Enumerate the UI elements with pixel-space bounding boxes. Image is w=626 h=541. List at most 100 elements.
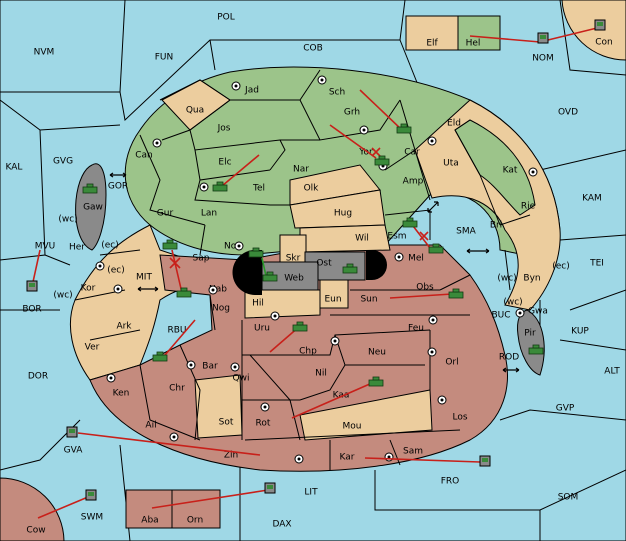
sea-label: SWM	[81, 513, 103, 523]
impassable-east	[366, 250, 387, 280]
territory-label: Mel	[408, 254, 424, 264]
supply-center-icon	[515, 308, 525, 318]
territory-label: Olk	[304, 184, 320, 194]
territory-label: Her	[69, 243, 85, 253]
supply-center-icon	[113, 284, 123, 294]
supply-center-icon	[270, 311, 280, 321]
territory-labels: Elf Hel Con Jad Sch Qua Jos Grh Eld Can …	[26, 38, 612, 536]
territory-label: Ark	[116, 322, 132, 332]
sea-label: SOM	[558, 493, 579, 503]
sea-label: KAL	[6, 163, 23, 173]
supply-center-icon	[106, 373, 116, 383]
territory-label: Rot	[256, 419, 271, 429]
double-arrow-icon	[466, 248, 490, 254]
army-unit-icon	[396, 123, 412, 134]
territory-label: Qua	[186, 106, 204, 116]
army-unit-icon	[176, 287, 192, 298]
fleet-unit-icon	[66, 426, 78, 438]
sea-label: RBU	[167, 326, 186, 336]
territory-label: Hil	[252, 299, 264, 309]
territory-label: Kor	[81, 284, 96, 294]
supply-center-icon	[330, 336, 340, 346]
territory-label: Obs	[416, 283, 434, 293]
territory-label: Yor	[358, 148, 373, 158]
coast-tag: (wc)	[497, 274, 516, 284]
supply-center-icon	[384, 452, 394, 462]
supply-center-icon	[260, 402, 270, 412]
territory-label: Gwa	[528, 307, 548, 317]
continent	[69, 66, 561, 472]
move-arrow	[291, 382, 373, 419]
territory-label: Sam	[403, 447, 423, 457]
sea-label: NVM	[34, 48, 55, 58]
sea-label: NOM	[532, 54, 554, 64]
hold-cross	[371, 147, 381, 157]
army-unit-icon	[528, 344, 544, 355]
supply-center-icon	[169, 432, 179, 442]
sea-label: LIT	[304, 488, 318, 498]
territory-label: Byn	[523, 274, 540, 284]
territory-label: Pir	[524, 329, 536, 339]
sea-label: KUP	[571, 327, 589, 337]
territory-orn[interactable]	[171, 489, 221, 529]
territory-label: Kar	[340, 453, 355, 463]
coast-tag: (wc)	[53, 291, 72, 301]
continent-east-arm	[414, 99, 561, 311]
territory-aba[interactable]	[125, 489, 173, 529]
territory-label: Aba	[141, 516, 158, 526]
coast-tag: (wc)	[58, 215, 77, 225]
territory-label: Car	[404, 148, 420, 158]
sea-label: BUC	[491, 311, 510, 321]
territory-mou[interactable]	[299, 389, 433, 441]
territory-label: Jos	[217, 124, 231, 134]
supply-center-icon	[294, 454, 304, 464]
territory-label: Gaw	[83, 203, 103, 213]
continent-east-arm-green	[454, 119, 536, 216]
territory-label: Jad	[244, 86, 259, 96]
units	[26, 19, 606, 501]
territory-wil[interactable]	[299, 224, 391, 253]
army-unit-icon	[248, 247, 264, 258]
army-unit-icon	[262, 271, 278, 282]
supply-center-icon	[231, 81, 241, 91]
double-arrow-icon	[502, 367, 520, 373]
territory-label: Elc	[218, 158, 231, 168]
territory-label: Amp	[403, 177, 424, 187]
coast-tag: (ec)	[107, 266, 125, 276]
army-unit-icon	[292, 321, 308, 332]
territory-cow[interactable]	[0, 477, 65, 541]
move-arrow	[364, 457, 481, 463]
territory-label: Nil	[315, 369, 327, 379]
territory-label: Orl	[445, 358, 458, 368]
territory-con[interactable]	[561, 0, 626, 61]
supply-center-icon	[427, 347, 437, 357]
territory-gaw[interactable]	[75, 163, 107, 251]
territory-hel[interactable]	[457, 15, 501, 51]
territory-label: Hug	[334, 209, 352, 219]
territory-label: Con	[595, 38, 613, 48]
sea-label: MVU	[35, 242, 56, 252]
army-unit-icon	[82, 183, 98, 194]
sea-connections	[109, 172, 520, 373]
move-arrow	[389, 293, 453, 299]
double-arrow-icon	[109, 172, 127, 178]
army-unit-icon	[428, 243, 444, 254]
territory-label: Feu	[408, 324, 424, 334]
supply-center-icon	[427, 136, 437, 146]
support-arrow	[261, 257, 267, 277]
territory-sot[interactable]	[194, 374, 243, 439]
territory-pir[interactable]	[517, 309, 545, 376]
territory-label: Elf	[426, 39, 438, 49]
territory-label: Sap	[193, 254, 210, 264]
sea-label: BOR	[22, 305, 41, 315]
territory-label: Chr	[169, 384, 185, 394]
territory-label: Sch	[329, 88, 345, 98]
territory-label: Chp	[299, 347, 317, 357]
coast-tags: (wc) (ec) (ec) (wc) (wc) (ec) (wc)	[53, 215, 569, 308]
territory-label: Ver	[85, 343, 100, 353]
territory-label: Eun	[324, 295, 341, 305]
army-unit-icon	[402, 217, 418, 228]
territory-elf[interactable]	[405, 15, 459, 51]
move-arrow	[329, 124, 377, 159]
